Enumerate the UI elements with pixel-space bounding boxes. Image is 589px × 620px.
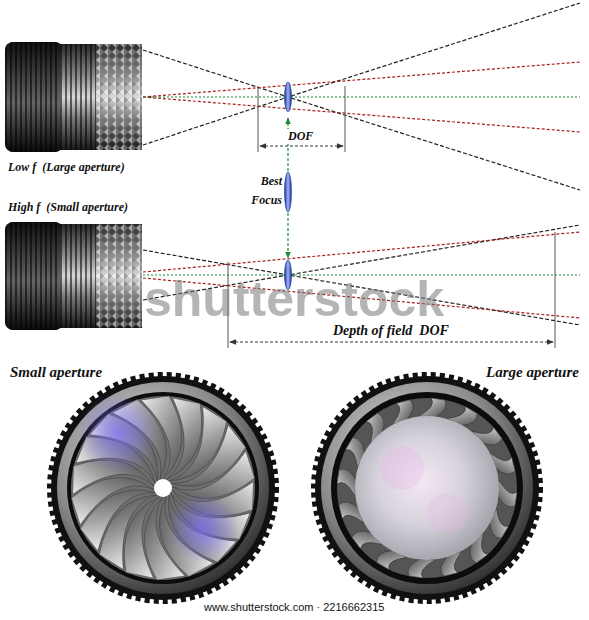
aperture-label: Large aperture — [486, 364, 579, 381]
iris-blade — [337, 469, 356, 496]
lens-barrel-small-aperture — [5, 222, 142, 330]
light-rays-small-aperture — [143, 225, 580, 348]
dof-label: DOF — [285, 129, 316, 144]
iris-blade — [498, 480, 517, 507]
lens-label: Low f (Large aperture) — [8, 160, 125, 175]
light-rays-large-aperture — [143, 3, 580, 190]
focus-label: Best Focus — [238, 172, 282, 210]
lens-barrel-large-aperture — [5, 42, 142, 152]
iris-blade — [408, 559, 435, 578]
aperture-label: Small aperture — [10, 364, 102, 381]
watermark: shutterstock — [144, 270, 444, 328]
iris-blade — [419, 398, 446, 417]
focus-plane — [285, 82, 292, 290]
large-aperture-disc — [315, 376, 539, 600]
watermark-url: www.shutterstock.com · 2216662315 — [204, 601, 384, 613]
lens-label: High f (Small aperture) — [8, 200, 128, 215]
small-aperture-disc — [51, 376, 275, 600]
